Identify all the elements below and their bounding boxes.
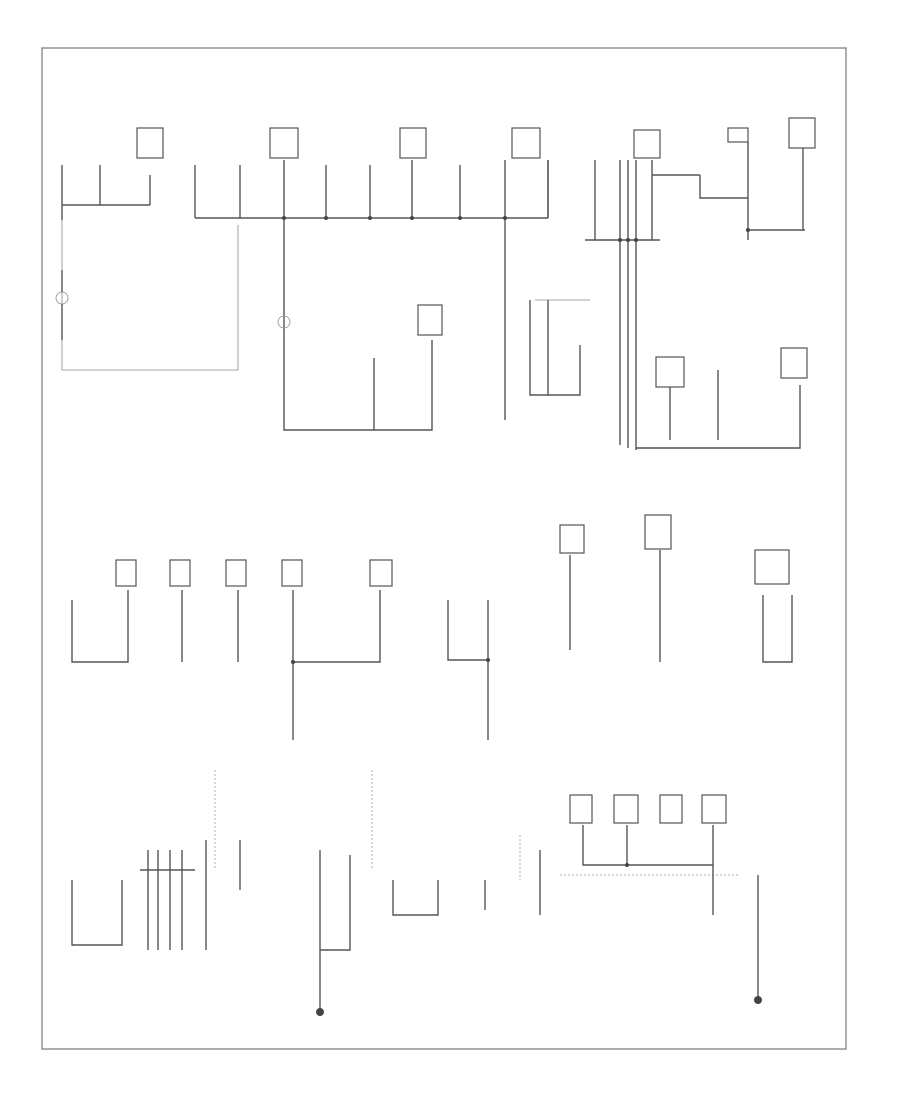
- connector-box: [613, 794, 639, 824]
- middle-section: [71, 514, 793, 740]
- connector-box: [115, 559, 137, 587]
- connector-box: [644, 514, 672, 550]
- connector-box: [417, 304, 443, 336]
- connector-box: [511, 127, 541, 159]
- connector-box: [727, 127, 749, 143]
- top-section: [55, 117, 816, 450]
- connector-box: [399, 127, 427, 159]
- connector-box: [788, 117, 816, 149]
- connector-box: [701, 794, 727, 824]
- connector-box: [754, 549, 790, 585]
- connector-box: [655, 356, 685, 388]
- connector-box: [369, 559, 393, 587]
- connector-box: [569, 794, 593, 824]
- connector-box: [169, 559, 191, 587]
- connector-box: [225, 559, 247, 587]
- bottom-section: [71, 770, 762, 1016]
- connector-box: [281, 559, 303, 587]
- connector-box: [136, 127, 164, 159]
- connector-box: [633, 129, 661, 159]
- connector-box: [780, 347, 808, 379]
- connector-box: [659, 794, 683, 824]
- connector-box: [269, 127, 299, 159]
- diagram-border: [41, 47, 847, 1050]
- connector-box: [559, 524, 585, 554]
